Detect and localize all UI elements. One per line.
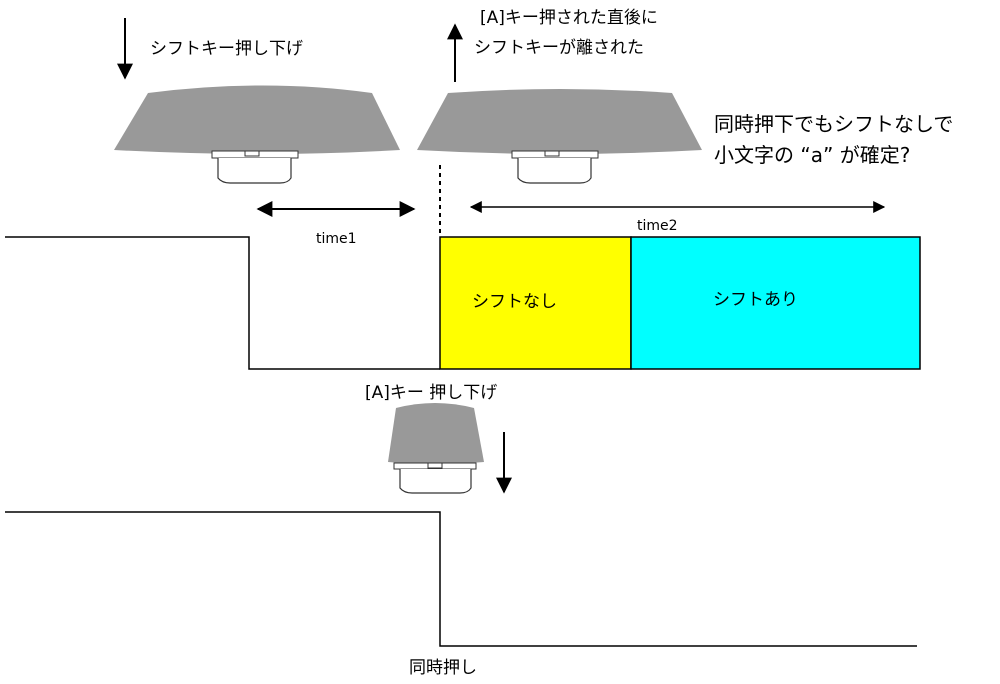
with-shift-label: シフトあり	[713, 290, 798, 310]
a-key-signal-waveform	[5, 511, 917, 647]
shift-release-label-line2: シフトキーが離された	[474, 38, 644, 58]
time1-label: time1	[316, 231, 357, 247]
a-key-press-label: [A]キー 押し下げ	[365, 383, 497, 403]
no-shift-region	[439, 236, 632, 370]
shift-release-label-line1: [A]キー押された直後に	[480, 8, 658, 28]
with-shift-region	[630, 236, 921, 370]
simultaneous-label: 同時押し	[409, 658, 477, 678]
shift-key-released-icon	[417, 89, 702, 184]
question-label-line1: 同時押下でもシフトなしで	[714, 112, 953, 136]
no-shift-label: シフトなし	[472, 292, 557, 312]
a-key-pressed-icon	[388, 403, 484, 494]
shift-key-pressed-icon	[114, 85, 400, 184]
time2-label: time2	[637, 218, 678, 234]
shift-press-label: シフトキー押し下げ	[150, 39, 303, 59]
shift-signal-waveform	[5, 236, 440, 370]
question-label-line2: 小文字の “a” が確定?	[714, 143, 910, 167]
